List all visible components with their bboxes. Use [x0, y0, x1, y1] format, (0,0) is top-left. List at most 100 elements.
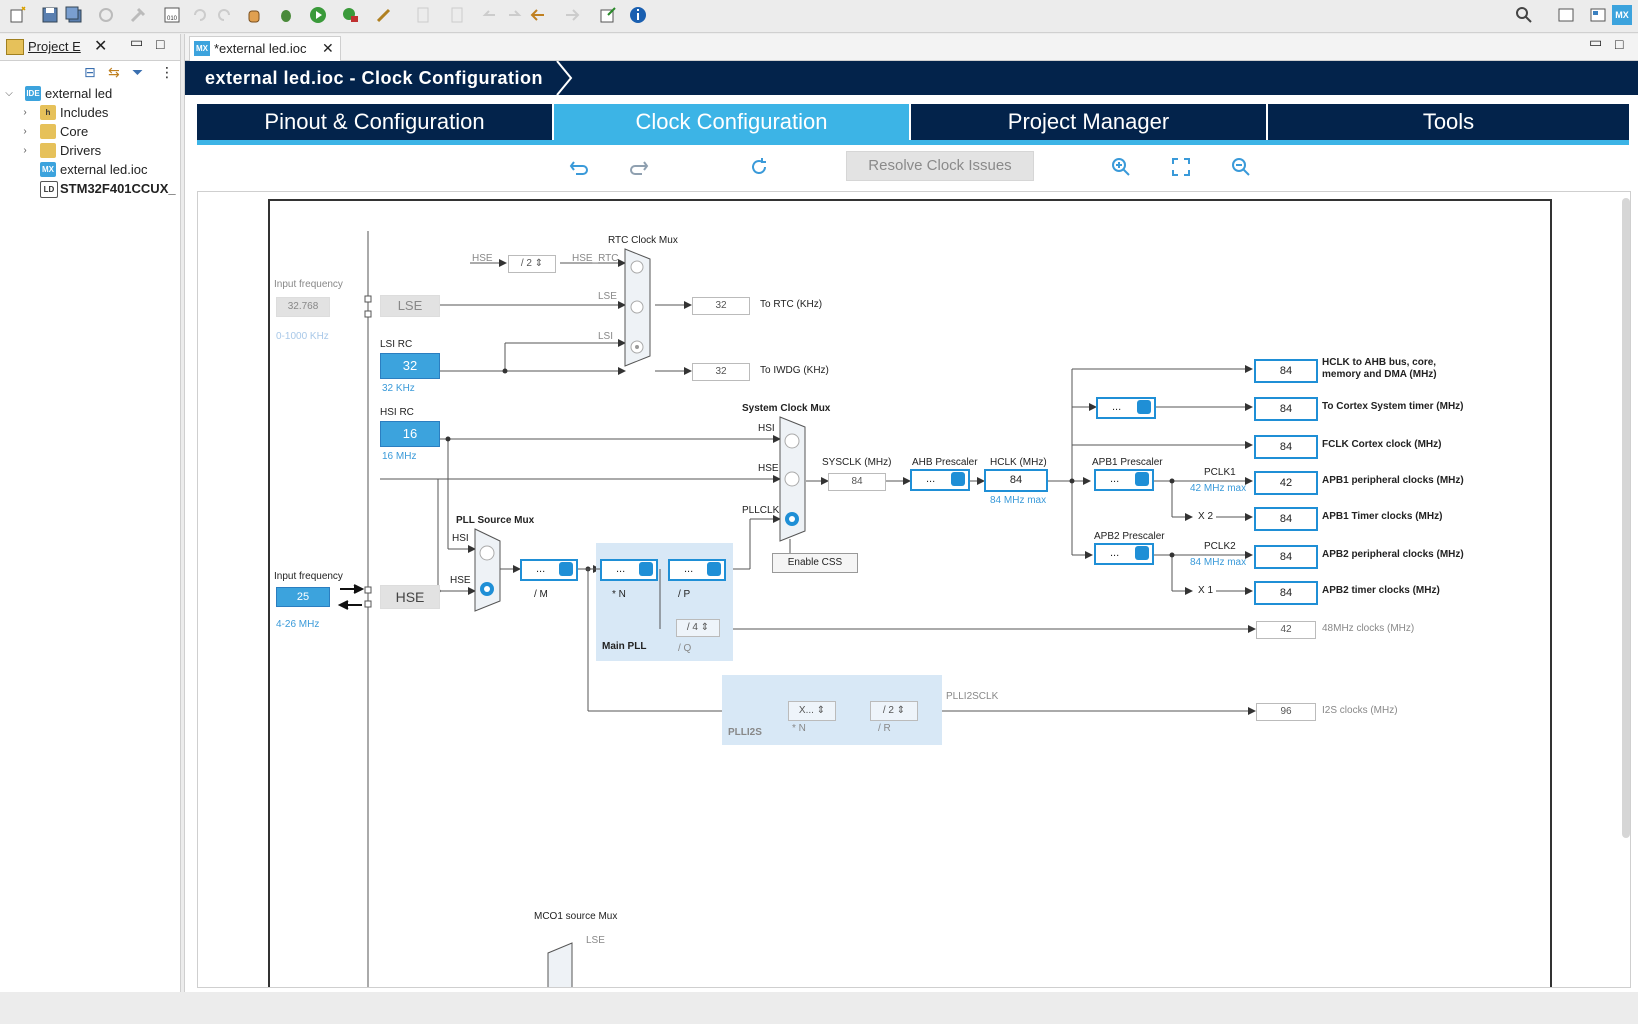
search-icon[interactable]: [1514, 5, 1534, 25]
binary-icon[interactable]: 010: [162, 5, 182, 25]
vertical-scrollbar[interactable]: [1622, 198, 1630, 838]
tree-item-includes[interactable]: › h Includes: [0, 103, 180, 122]
hclk-ahb-label: HCLK to AHB bus, core,: [1322, 357, 1437, 368]
run-icon[interactable]: [308, 5, 328, 25]
cortex-timer-output[interactable]: 84: [1254, 397, 1318, 421]
next-edit-icon[interactable]: [504, 5, 524, 25]
hse-rtc-label: HSE_RTC: [572, 253, 619, 264]
wand-icon[interactable]: [374, 5, 394, 25]
plli2s-r-select[interactable]: / 2 ⇕: [870, 701, 918, 721]
refresh-icon[interactable]: [748, 156, 770, 178]
ide-project-icon: IDE: [25, 86, 41, 101]
link-editor-icon[interactable]: ⇆: [108, 64, 120, 80]
view-menu-icon[interactable]: ⋮: [160, 64, 174, 80]
chevron-right-icon[interactable]: ›: [23, 107, 27, 118]
prev-edit-icon[interactable]: [480, 5, 500, 25]
maximize-icon[interactable]: □: [156, 36, 165, 52]
forward-icon[interactable]: [562, 5, 582, 25]
updown-arrow-icon: [559, 562, 573, 576]
redo-icon[interactable]: [628, 156, 650, 178]
apb1-timer-output[interactable]: 84: [1254, 507, 1318, 531]
redo-grey-icon[interactable]: [214, 5, 234, 25]
tree-item-linker[interactable]: LD STM32F401CCUX_: [0, 179, 180, 198]
save-icon[interactable]: [40, 5, 60, 25]
chevron-right-icon[interactable]: ›: [23, 126, 27, 137]
apb2-peripheral-output[interactable]: 84: [1254, 545, 1318, 569]
hammer-icon[interactable]: [128, 5, 148, 25]
collapse-all-icon[interactable]: ⊟: [84, 64, 96, 80]
tree-item-drivers[interactable]: › Drivers: [0, 141, 180, 160]
filter-icon[interactable]: ⏷: [132, 64, 144, 80]
apb1-peripheral-output[interactable]: 42: [1254, 471, 1318, 495]
minimize-icon[interactable]: ▭: [130, 34, 144, 50]
external-tools-icon[interactable]: [340, 5, 360, 25]
apb2-prescaler-select[interactable]: ...: [1094, 543, 1154, 565]
perspective-icon[interactable]: [1556, 5, 1576, 25]
apb1-timer-multiplier: X 2: [1198, 511, 1214, 522]
annotation-icon[interactable]: [448, 5, 468, 25]
info-icon[interactable]: [628, 5, 648, 25]
settings-icon[interactable]: [96, 5, 116, 25]
fit-to-screen-icon[interactable]: [1170, 156, 1192, 178]
chevron-right-icon[interactable]: ›: [23, 145, 27, 156]
tab-clock-configuration[interactable]: Clock Configuration: [554, 104, 909, 140]
cortex-timer-divider-select[interactable]: ...: [1096, 397, 1156, 419]
tree-item-core[interactable]: › Core: [0, 122, 180, 141]
tab-pinout[interactable]: Pinout & Configuration: [197, 104, 552, 140]
sysclk-label: SYSCLK (MHz): [822, 457, 892, 468]
hand-icon[interactable]: [244, 5, 264, 25]
hclk-input[interactable]: 84: [984, 469, 1048, 492]
hse-rtc-divider[interactable]: / 2 ⇕: [508, 255, 556, 273]
undo-icon[interactable]: [568, 156, 590, 178]
plli2s-r-label: / R: [878, 723, 891, 734]
pll-q-select[interactable]: / 4 ⇕: [676, 619, 720, 637]
enable-css-button[interactable]: Enable CSS: [772, 553, 858, 573]
project-explorer-icon: [6, 39, 24, 55]
zoom-in-icon[interactable]: [1110, 156, 1132, 178]
apb2-timer-output[interactable]: 84: [1254, 581, 1318, 605]
pll-p-select[interactable]: ...: [668, 559, 726, 581]
save-all-icon[interactable]: [64, 5, 84, 25]
hse-frequency-input[interactable]: 25: [276, 587, 330, 607]
nav-icon[interactable]: [414, 5, 434, 25]
hse-source[interactable]: HSE: [380, 585, 440, 609]
cdt-perspective-icon[interactable]: [1588, 5, 1608, 25]
lse-source[interactable]: LSE: [380, 295, 440, 317]
mx-perspective-icon[interactable]: MX: [1612, 5, 1632, 25]
pll-n-select[interactable]: ...: [600, 559, 658, 581]
sysclk-hse-label: HSE: [758, 463, 779, 474]
minimize-icon[interactable]: ▭: [1589, 34, 1603, 50]
project-explorer-tab[interactable]: Project E: [28, 39, 81, 54]
pclk1-label: PCLK1: [1204, 467, 1236, 478]
fclk-output[interactable]: 84: [1254, 435, 1318, 459]
resolve-clock-issues-button[interactable]: Resolve Clock Issues: [846, 151, 1034, 181]
tree-item-ioc[interactable]: MX external led.ioc: [40, 162, 148, 177]
close-icon[interactable]: ✕: [94, 38, 108, 55]
debug-icon[interactable]: [276, 5, 296, 25]
chevron-down-icon[interactable]: ⌵: [5, 88, 13, 99]
open-perspective-icon[interactable]: [598, 5, 618, 25]
plli2s-n-select[interactable]: X... ⇕: [788, 701, 836, 721]
ahb-prescaler-select[interactable]: ...: [910, 469, 970, 491]
apb1-prescaler-select[interactable]: ...: [1094, 469, 1154, 491]
lse-frequency-input[interactable]: 32.768: [276, 297, 330, 317]
back-icon[interactable]: [528, 5, 548, 25]
tab-tools[interactable]: Tools: [1268, 104, 1629, 140]
maximize-icon[interactable]: □: [1615, 36, 1624, 52]
apb1-peripheral-label: APB1 peripheral clocks (MHz): [1322, 475, 1464, 486]
clock-tree-canvas[interactable]: Input frequency 32.768 0-1000 KHz LSE LS…: [197, 191, 1631, 988]
apb2-prescaler-label: APB2 Prescaler: [1094, 531, 1165, 542]
cortex-timer-label: To Cortex System timer (MHz): [1322, 401, 1464, 412]
pll-hsi-label: HSI: [452, 533, 469, 544]
rtc-output-label: To RTC (KHz): [760, 299, 823, 310]
pll-m-select[interactable]: ...: [520, 559, 578, 581]
new-file-icon[interactable]: [8, 5, 28, 25]
clock-diagram: Input frequency 32.768 0-1000 KHz LSE LS…: [268, 199, 1552, 987]
tab-project-manager[interactable]: Project Manager: [911, 104, 1266, 140]
undo-grey-icon[interactable]: [190, 5, 210, 25]
editor-tab-ioc[interactable]: MX *external led.ioc ✕: [189, 36, 341, 61]
close-icon[interactable]: ✕: [322, 40, 334, 56]
hclk-ahb-output[interactable]: 84: [1254, 359, 1318, 383]
tree-item-project[interactable]: ⌵ IDE external led: [5, 86, 113, 101]
zoom-out-icon[interactable]: [1230, 156, 1252, 178]
